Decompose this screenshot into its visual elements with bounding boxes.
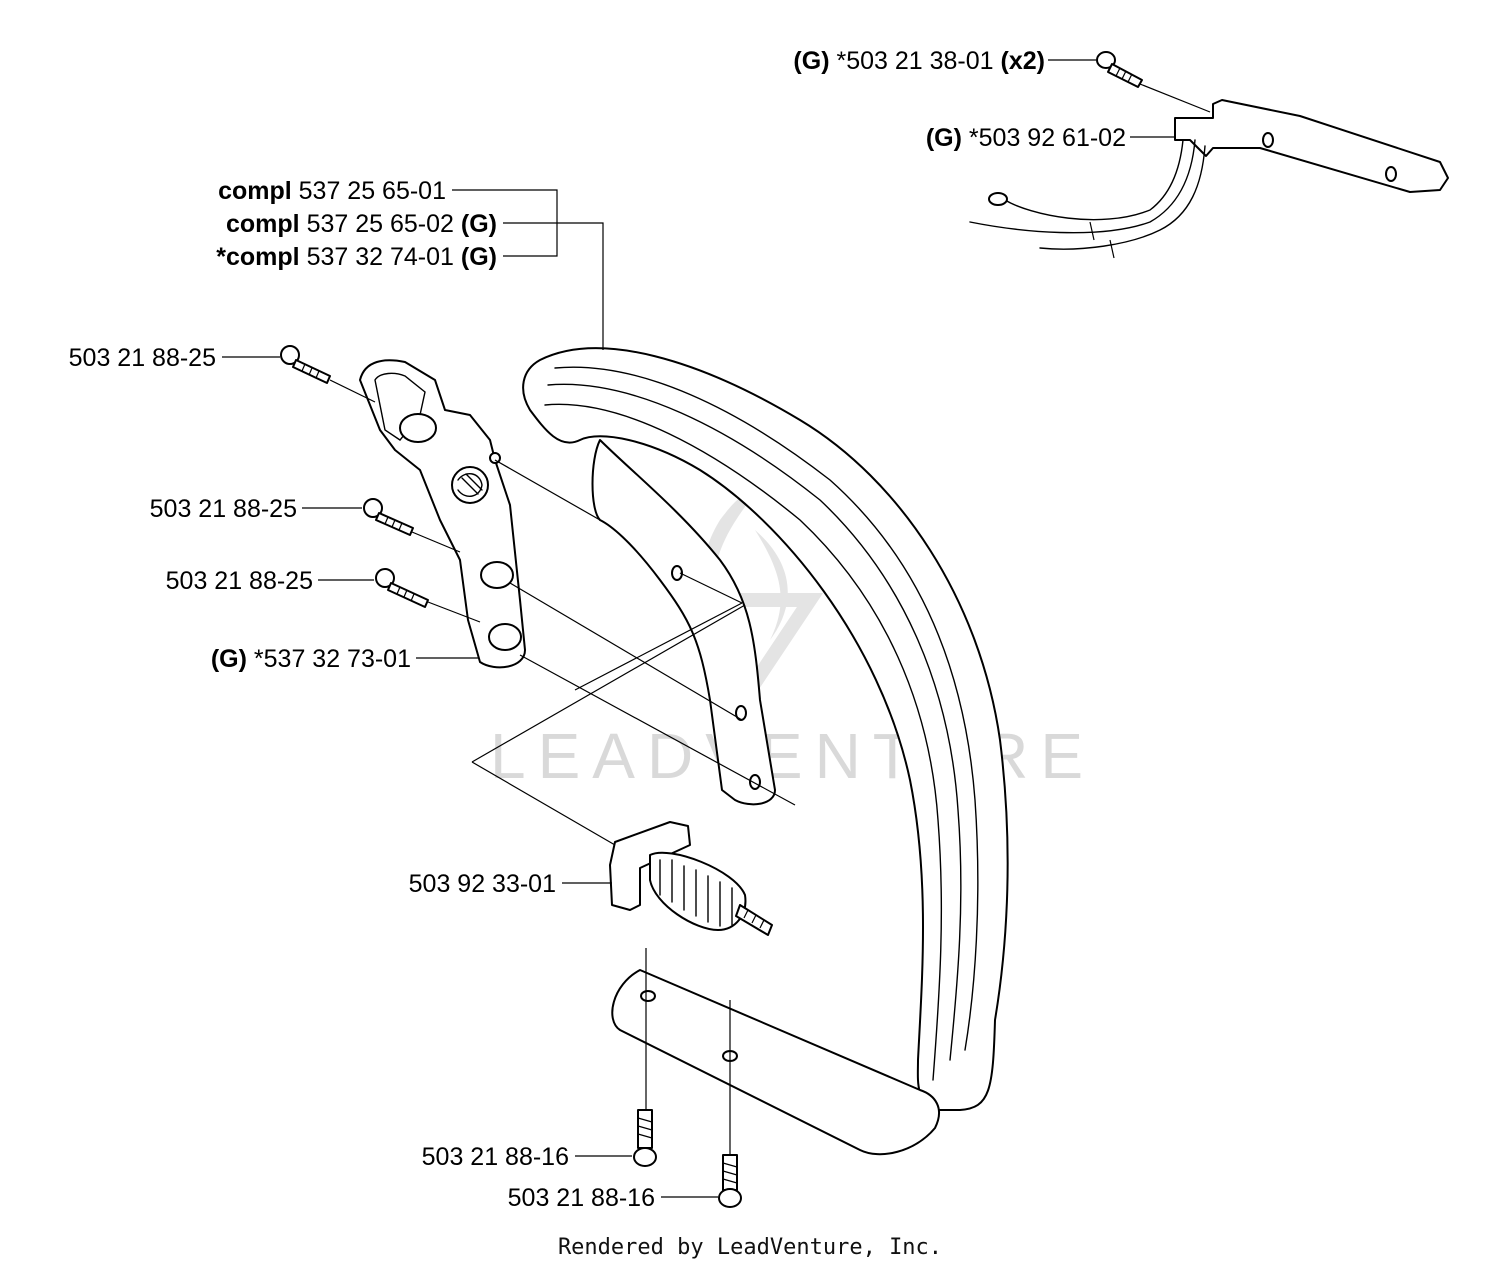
label-screw-503218825-c: 503 21 88-25 [166, 567, 313, 595]
spring-buffer-part [609, 821, 773, 936]
label-compl-537256501: compl 537 25 65-01 [218, 177, 446, 205]
mount-plate-part [359, 359, 526, 669]
screw-503218825-b [363, 498, 461, 553]
screw-503218825-a [280, 345, 376, 403]
brake-bracket-part [969, 99, 1449, 259]
bolt-503218816-b [718, 1154, 742, 1208]
leader-lines [222, 59, 1175, 1198]
bolt-503218816-a [633, 1109, 657, 1167]
label-g-537327301: (G) *537 32 73-01 [211, 645, 411, 673]
label-bolt-503218816-b: 503 21 88-16 [508, 1184, 655, 1212]
label-compl-537256502: compl 537 25 65-02 (G) [226, 210, 497, 238]
label-spring-503923301: 503 92 33-01 [409, 870, 556, 898]
screw-503213801 [1096, 51, 1211, 113]
assembly-lines [471, 459, 796, 1155]
footer-credit: Rendered by LeadVenture, Inc. [558, 1235, 942, 1260]
label-screw-503218825-b: 503 21 88-25 [150, 495, 297, 523]
label-g-503926102: (G) *503 92 61-02 [926, 124, 1126, 152]
screw-503218825-c [375, 568, 481, 623]
label-g-503213801: (G) *503 21 38-01 (x2) [793, 47, 1045, 75]
label-compl-537327401: *compl 537 32 74-01 (G) [216, 243, 497, 271]
label-screw-503218825-a: 503 21 88-25 [69, 344, 216, 372]
label-bolt-503218816-a: 503 21 88-16 [422, 1143, 569, 1171]
